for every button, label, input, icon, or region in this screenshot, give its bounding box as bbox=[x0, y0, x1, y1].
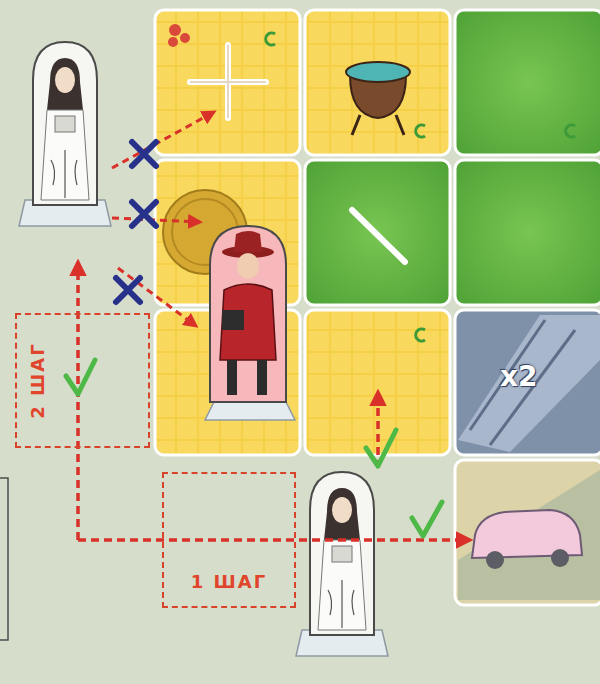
step-box: 1 ШАГ bbox=[162, 472, 296, 608]
step-label: 2 ШАГ bbox=[27, 342, 48, 418]
step-label: 1 ШАГ bbox=[191, 571, 267, 592]
step-box: 2 ШАГ bbox=[15, 313, 150, 448]
multiplier-label: x2 bbox=[500, 360, 538, 393]
